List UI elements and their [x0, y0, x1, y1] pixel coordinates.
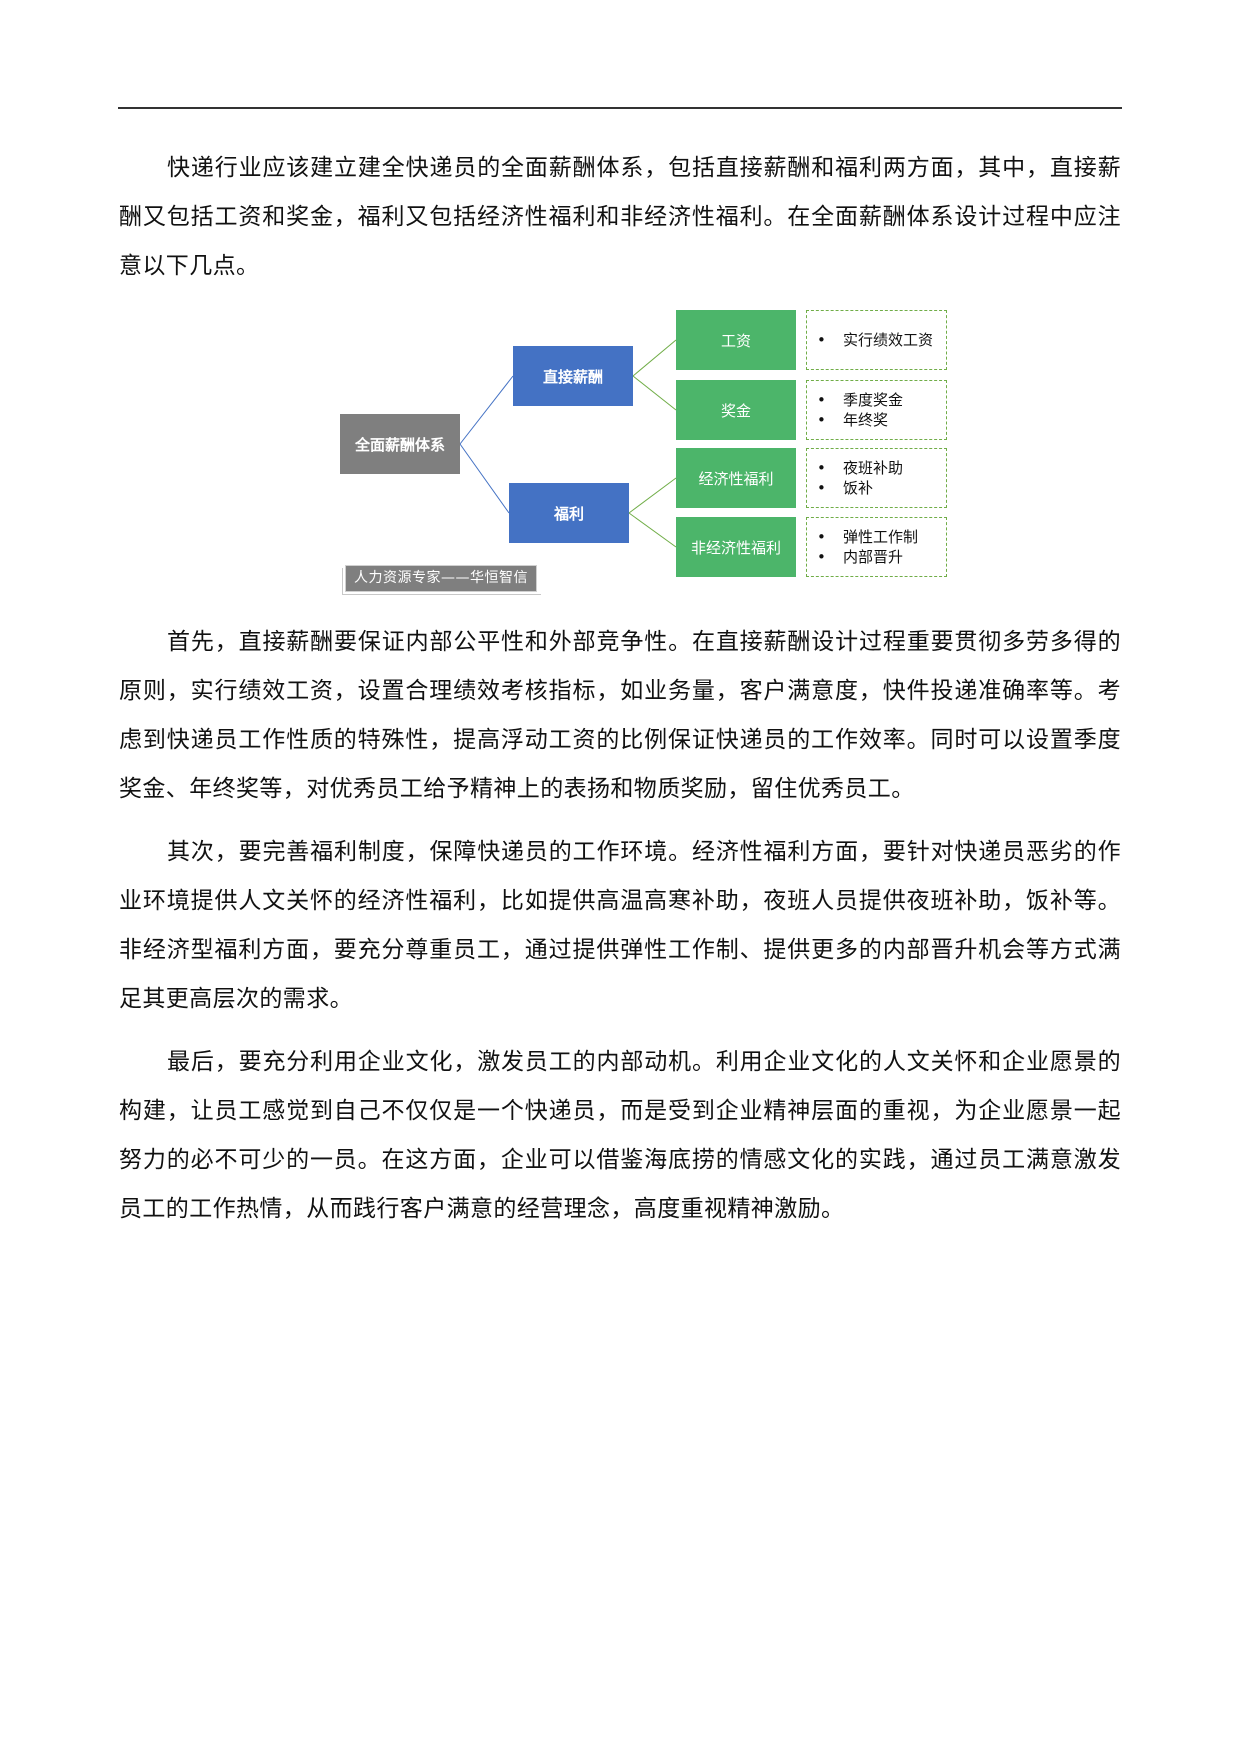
detail-item: • 年终奖: [817, 410, 946, 430]
detail-item: • 季度奖金: [817, 390, 946, 410]
detail-item: • 弹性工作制: [817, 527, 946, 547]
detail-bonus: • 季度奖金 • 年终奖: [806, 380, 947, 440]
bullet-icon: •: [817, 411, 826, 429]
watermark-frame: [342, 568, 541, 595]
detail-text: 饭补: [843, 479, 874, 497]
detail-text: 季度奖金: [843, 391, 904, 409]
detail-item: • 夜班补助: [817, 458, 946, 478]
node-non-economic-welfare: 非经济性福利: [676, 517, 796, 577]
detail-non-economic-welfare: • 弹性工作制 • 内部晋升: [806, 517, 947, 577]
node-total-compensation: 全面薪酬体系: [340, 414, 460, 474]
bullet-icon: •: [817, 331, 826, 349]
detail-item: • 内部晋升: [817, 547, 946, 567]
node-welfare: 福利: [509, 483, 629, 543]
bullet-icon: •: [817, 548, 826, 566]
detail-item: • 实行绩效工资: [817, 330, 946, 350]
watermark-label: 人力资源专家——华恒智信: [345, 565, 537, 592]
detail-economic-welfare: • 夜班补助 • 饭补: [806, 448, 947, 508]
header-rule: [118, 107, 1122, 109]
node-economic-welfare: 经济性福利: [676, 448, 796, 508]
detail-text: 弹性工作制: [843, 528, 919, 546]
detail-text: 年终奖: [843, 411, 889, 429]
diagram-connectors: [459, 339, 677, 548]
paragraph-corporate-culture: 最后，要充分利用企业文化，激发员工的内部动机。利用企业文化的人文关怀和企业愿景的…: [119, 1049, 1121, 1222]
compensation-system-diagram: 全面薪酬体系 直接薪酬 福利 工资 奖金 经济性福利 非经济性福利 • 实行绩效…: [340, 300, 960, 600]
node-bonus: 奖金: [676, 380, 796, 440]
paragraph-welfare: 其次，要完善福利制度，保障快递员的工作环境。经济性福利方面，要针对快递员恶劣的作…: [119, 839, 1121, 1012]
paragraph-intro: 快递行业应该建立建全快递员的全面薪酬体系，包括直接薪酬和福利两方面，其中，直接薪…: [119, 155, 1121, 279]
detail-salary: • 实行绩效工资: [806, 310, 947, 370]
detail-item: • 饭补: [817, 478, 946, 498]
detail-text: 内部晋升: [843, 548, 904, 566]
detail-text: 实行绩效工资: [843, 331, 934, 349]
bullet-icon: •: [817, 459, 826, 477]
detail-text: 夜班补助: [843, 459, 904, 477]
paragraph-direct-compensation: 首先，直接薪酬要保证内部公平性和外部竞争性。在直接薪酬设计过程重要贯彻多劳多得的…: [119, 629, 1121, 802]
bullet-icon: •: [817, 528, 826, 546]
bullet-icon: •: [817, 391, 826, 409]
bullet-icon: •: [817, 479, 826, 497]
node-direct-compensation: 直接薪酬: [513, 346, 633, 406]
node-salary: 工资: [676, 310, 796, 370]
